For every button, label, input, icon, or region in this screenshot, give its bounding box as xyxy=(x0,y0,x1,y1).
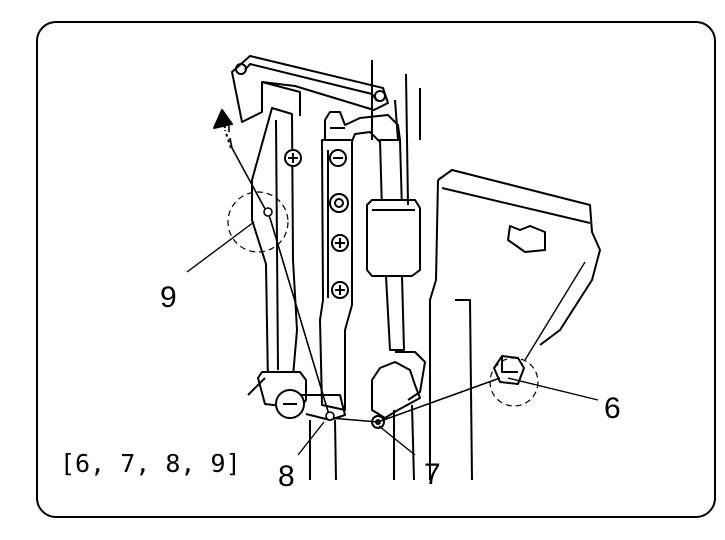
reference-note: [6, 7, 8, 9] xyxy=(60,449,241,478)
main-plate xyxy=(285,140,352,410)
callout-9: 9 xyxy=(160,283,177,313)
thread-guide-6 xyxy=(494,356,524,384)
callout-8: 8 xyxy=(278,462,295,492)
upper-link-arm xyxy=(232,56,388,122)
thread-guide-assembly xyxy=(372,352,425,480)
callout-7: 7 xyxy=(424,460,441,490)
callout-6: 6 xyxy=(604,394,621,424)
